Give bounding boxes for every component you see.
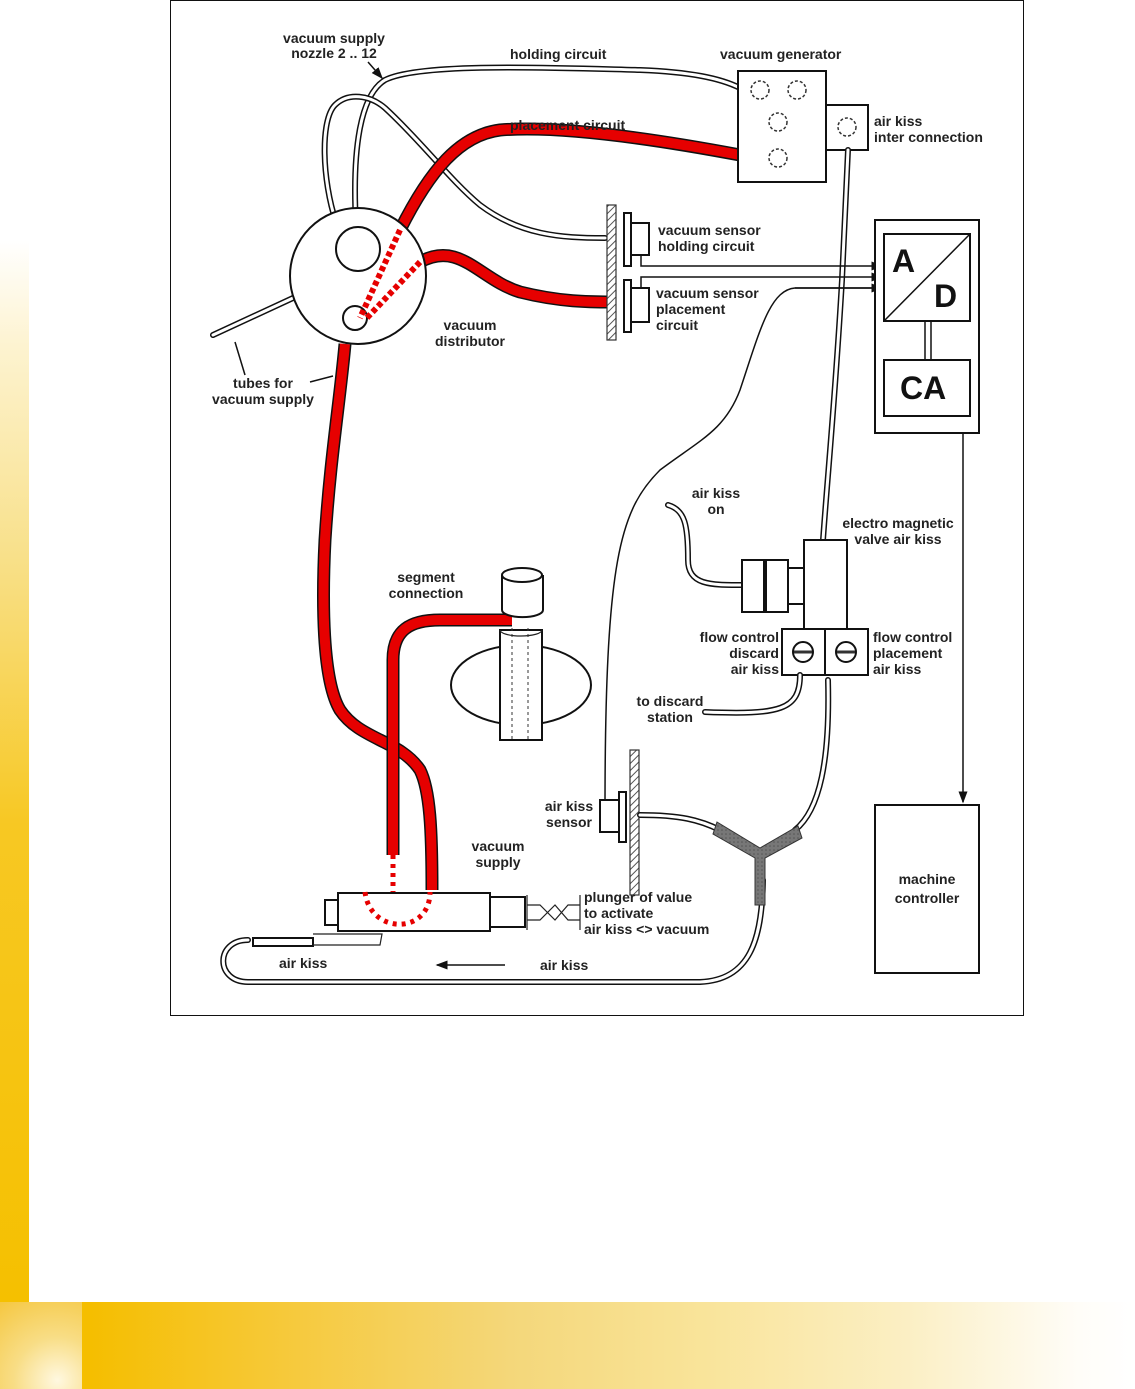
vacuum-distributor	[210, 207, 427, 345]
ad-label-a: A	[892, 243, 915, 279]
label-machine-controller-1: machine	[899, 871, 956, 887]
label-discard-station-2: station	[647, 709, 693, 725]
label-placement-circuit: placement circuit	[510, 117, 625, 133]
air-kiss-interconnection-tube	[820, 147, 851, 543]
segment-connection-tube	[386, 613, 512, 855]
label-sensor-placement-3: circuit	[656, 317, 698, 333]
label-air-kiss-sensor-1: air kiss	[545, 798, 593, 814]
label-vacuum-supply-nozzle-1: vacuum supply	[283, 30, 385, 46]
label-air-kiss-left: air kiss	[279, 955, 327, 971]
machine-controller	[874, 804, 980, 974]
ca-label: CA	[900, 370, 946, 406]
segment-connection-part	[450, 567, 592, 741]
vacuum-supply-tube	[317, 343, 439, 891]
y-connector	[637, 677, 832, 906]
ad-label-d: D	[934, 278, 957, 314]
label-vacuum-distributor-1: vacuum	[444, 317, 497, 333]
vacuum-sensor-placement	[623, 279, 650, 333]
label-vacuum-supply-nozzle-2: nozzle 2 .. 12	[291, 45, 377, 61]
label-air-kiss-on-2: on	[707, 501, 724, 517]
label-machine-controller-2: controller	[895, 890, 960, 906]
labels: vacuum supply nozzle 2 .. 12 holding cir…	[212, 30, 983, 973]
vacuum-generator	[737, 70, 869, 183]
label-vacuum-distributor-2: distributor	[435, 333, 506, 349]
label-tubes-2: vacuum supply	[212, 391, 314, 407]
holding-circuit-tube	[352, 64, 743, 228]
label-plunger-2: to activate	[584, 905, 653, 921]
signal-lines	[604, 255, 884, 811]
label-segment-1: segment	[397, 569, 455, 585]
label-fc-discard-1: flow control	[700, 629, 779, 645]
label-air-kiss-sensor-2: sensor	[546, 814, 592, 830]
label-sensor-holding-1: vacuum sensor	[658, 222, 761, 238]
label-fc-placement-1: flow control	[873, 629, 952, 645]
vacuum-sensor-holding	[606, 204, 650, 341]
air-kiss-return-tube	[220, 877, 766, 985]
label-air-kiss-on-1: air kiss	[692, 485, 740, 501]
label-air-kiss-inter-2: inter connection	[874, 129, 983, 145]
label-vacuum-generator: vacuum generator	[720, 46, 842, 62]
label-plunger-3: air kiss <> vacuum	[584, 921, 709, 937]
placement-sensor-tube	[416, 249, 613, 309]
label-fc-placement-2: placement	[873, 645, 943, 661]
bottom-accent-band	[0, 1302, 1135, 1389]
label-segment-2: connection	[389, 585, 464, 601]
label-fc-discard-2: discard	[729, 645, 779, 661]
label-holding-circuit: holding circuit	[510, 46, 607, 62]
ad-converter-unit: A D CA	[874, 219, 980, 804]
label-sensor-holding-2: holding circuit	[658, 238, 755, 254]
nozzle-housing	[252, 855, 581, 947]
label-em-valve-2: valve air kiss	[854, 531, 941, 547]
left-accent-bar	[0, 240, 29, 1302]
label-plunger-1: plunger of value	[584, 889, 692, 905]
label-fc-discard-3: air kiss	[731, 661, 779, 677]
placement-circuit-tube	[394, 122, 742, 233]
label-air-kiss-right: air kiss	[540, 957, 588, 973]
label-discard-station-1: to discard	[637, 693, 704, 709]
air-kiss-sensor	[599, 749, 640, 896]
label-sensor-placement-2: placement	[656, 301, 726, 317]
label-vacuum-supply-2: supply	[475, 854, 520, 870]
label-tubes-1: tubes for	[233, 375, 293, 391]
electro-magnetic-valve	[665, 502, 869, 716]
label-air-kiss-inter-1: air kiss	[874, 113, 922, 129]
supply-loop-tube	[321, 93, 608, 241]
label-sensor-placement-1: vacuum sensor	[656, 285, 759, 301]
label-vacuum-supply-1: vacuum	[472, 838, 525, 854]
label-em-valve-1: electro magnetic	[842, 515, 953, 531]
label-fc-placement-3: air kiss	[873, 661, 921, 677]
bottom-corner-accent	[0, 1302, 82, 1389]
